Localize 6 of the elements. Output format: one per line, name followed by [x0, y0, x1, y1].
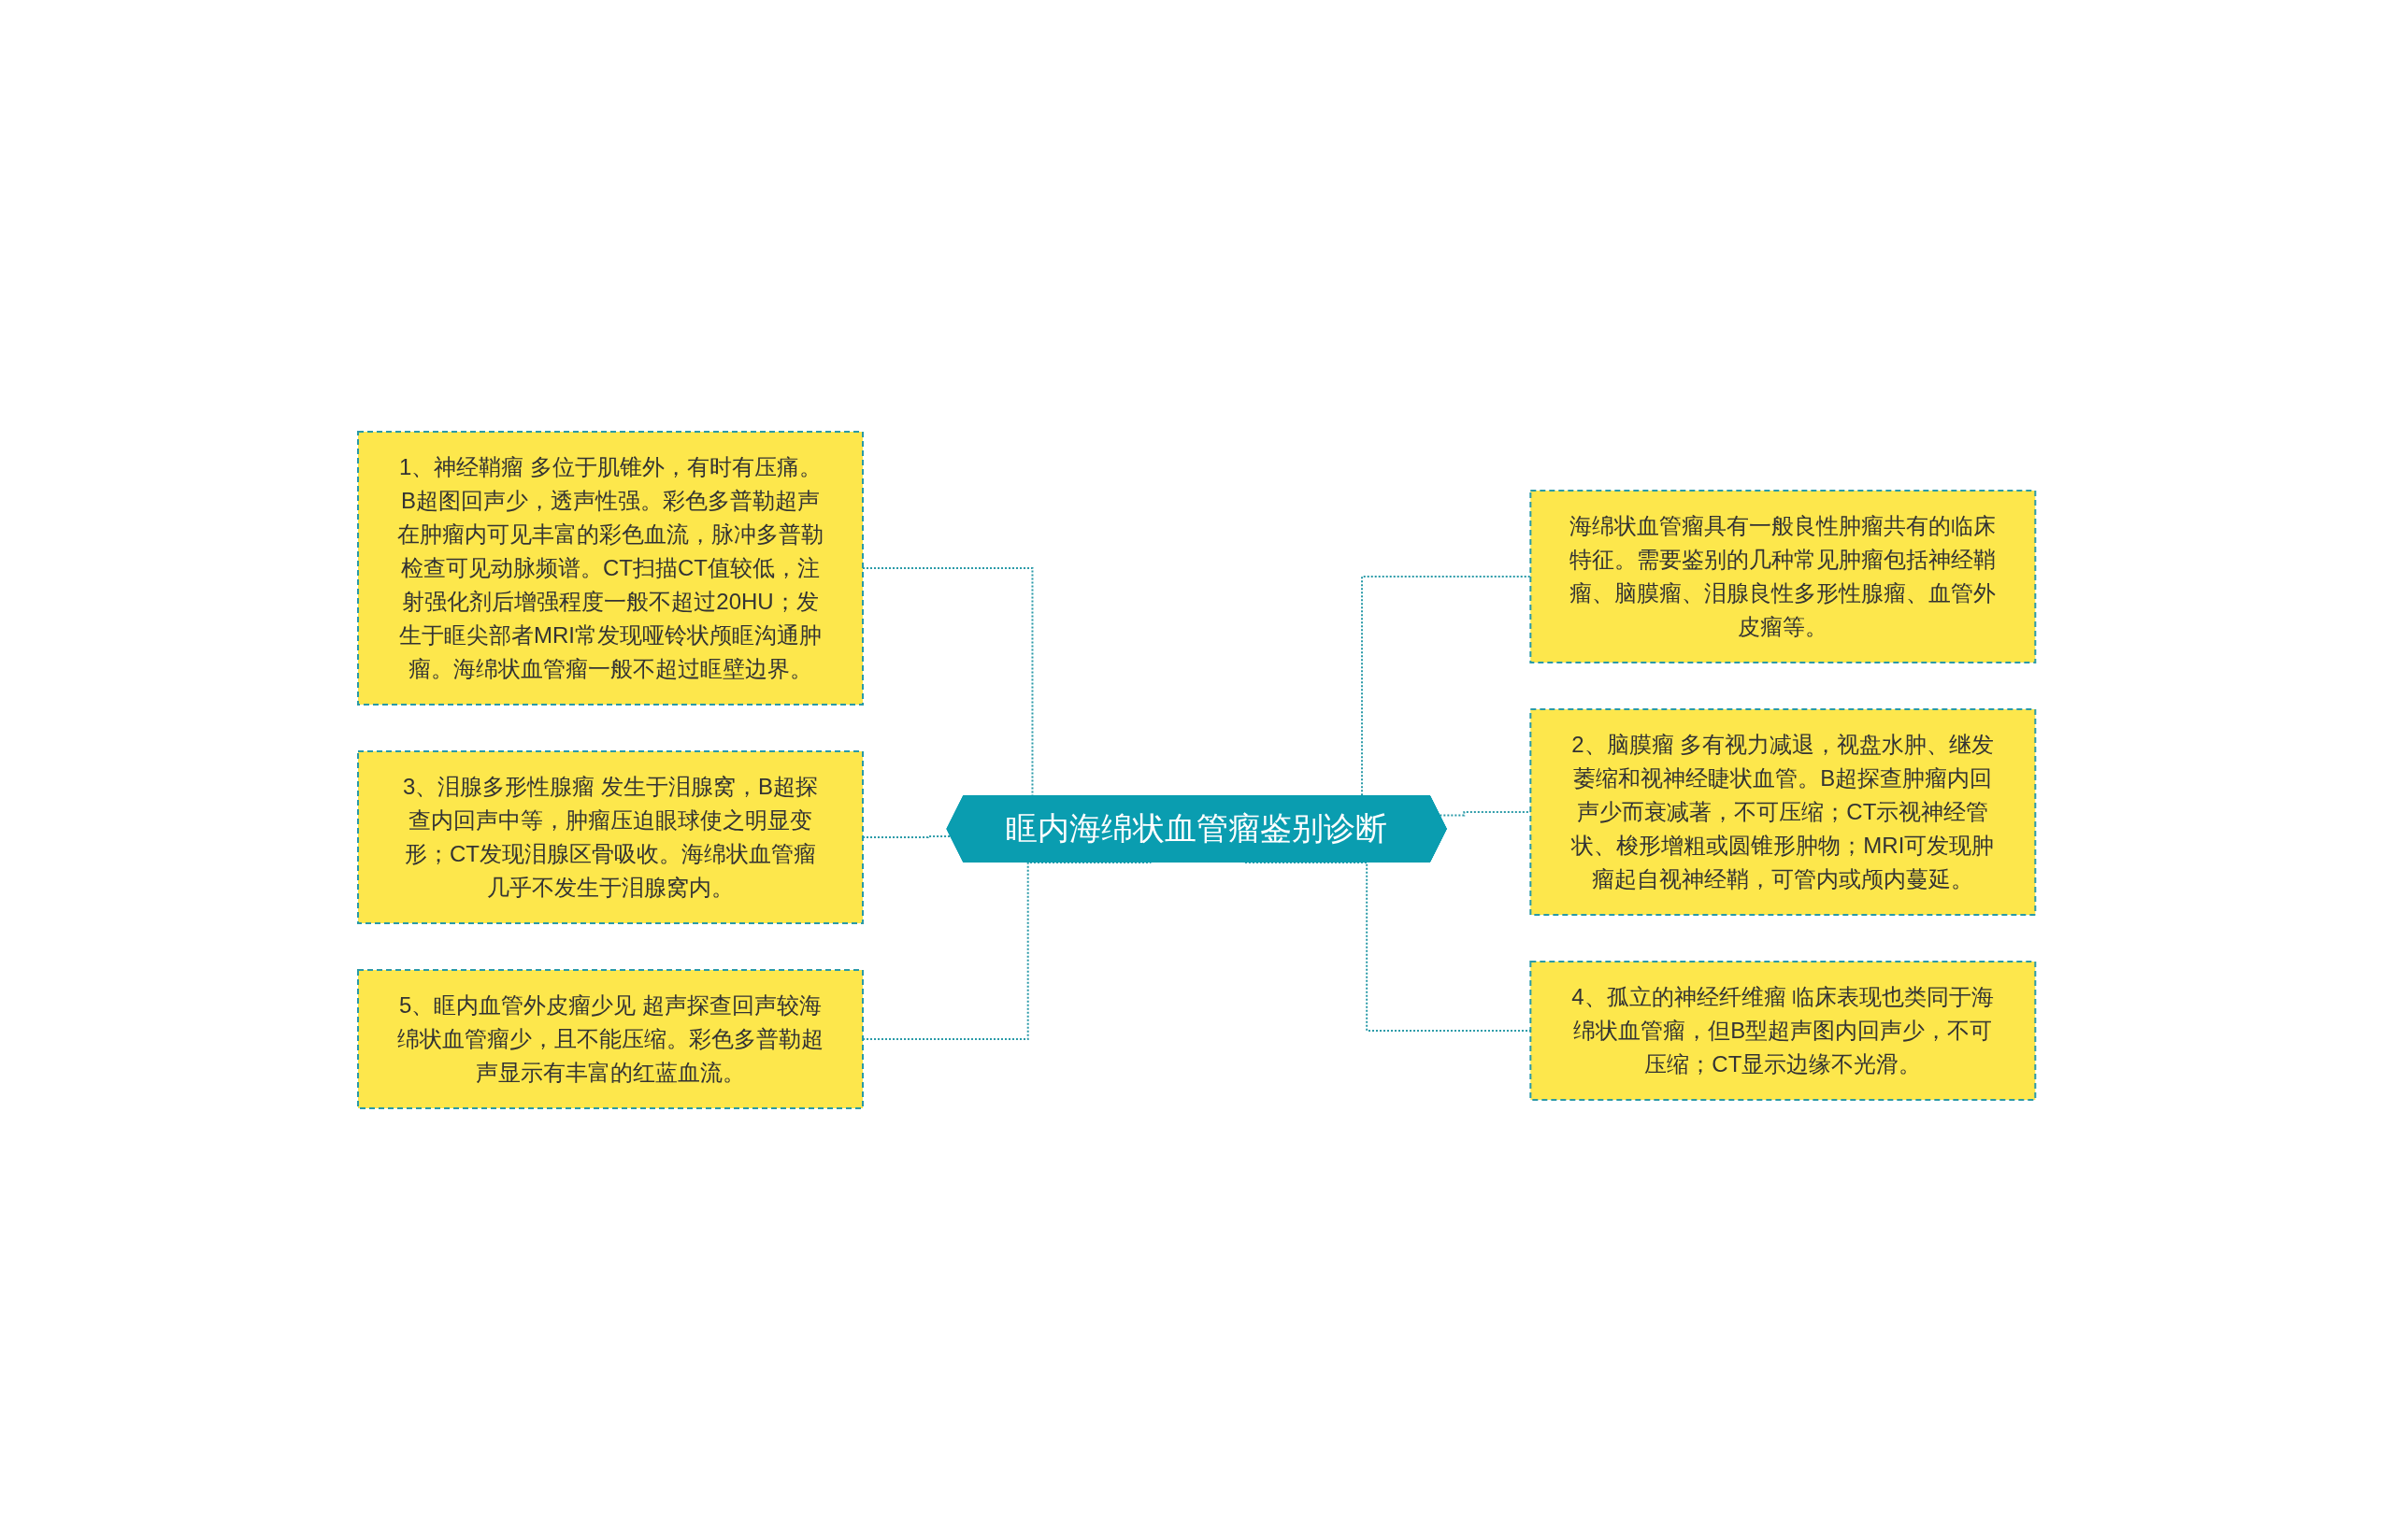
node-box: 3、泪腺多形性腺瘤 发生于泪腺窝，B超探查内回声中等，肿瘤压迫眼球使之明显变形；CT发现泪腺区骨吸收。海绵状血管瘤几乎不发生于泪腺窝内。	[356, 750, 864, 924]
node-box: 2、脑膜瘤 多有视力减退，视盘水肿、继发萎缩和视神经睫状血管。B超探查肿瘤内回声少而衰减著，不可压缩；CT示视神经管状、梭形增粗或圆锥形肿物；MRI可发现肿瘤起自视神经鞘，可管内或颅内蔓延。	[1529, 708, 2037, 916]
node-box: 海绵状血管瘤具有一般良性肿瘤共有的临床特征。需要鉴别的几种常见肿瘤包括神经鞘瘤、脑膜瘤、泪腺良性多形性腺瘤、血管外皮瘤等。	[1529, 490, 2037, 663]
node-box: 5、眶内血管外皮瘤少见 超声探查回声较海绵状血管瘤少，且不能压缩。彩色多普勒超声显示有丰富的红蓝血流。	[356, 969, 864, 1109]
node-box: 4、孤立的神经纤维瘤 临床表现也类同于海绵状血管瘤，但B型超声图内回声少，不可压缩；CT显示边缘不光滑。	[1529, 961, 2037, 1101]
node-box: 1、神经鞘瘤 多位于肌锥外，有时有压痛。B超图回声少，透声性强。彩色多普勒超声在肿瘤内可见丰富的彩色血流，脉冲多普勒检查可见动脉频谱。CT扫描CT值较低，注射强化剂后增强程度一般不超过20HU；发生于眶尖部者MRI常发现哑铃状颅眶沟通肿瘤。海绵状血管瘤一般不超过眶壁边界。	[356, 431, 864, 706]
